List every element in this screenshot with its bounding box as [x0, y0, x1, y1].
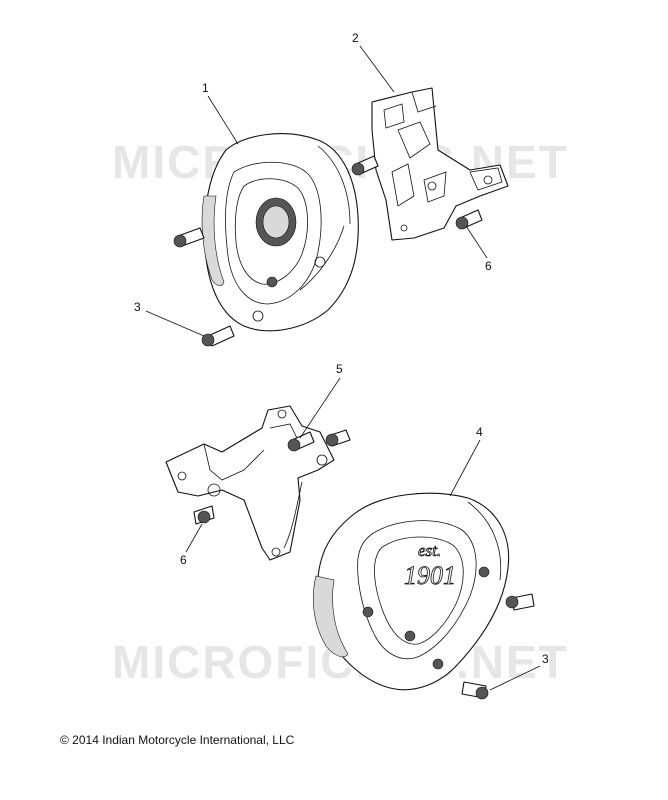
svg-text:1: 1 — [202, 81, 209, 95]
callout-1: 1 — [202, 81, 239, 145]
svg-text:3: 3 — [134, 300, 141, 314]
lower-bracket — [165, 405, 335, 561]
screw-top-left — [173, 227, 205, 248]
callout-3-bottom: 3 — [489, 652, 549, 691]
emblem-est: est. — [418, 541, 441, 560]
callout-6-bottom: 6 — [180, 523, 203, 567]
upper-cover — [201, 133, 359, 332]
screw-top-6 — [455, 209, 483, 230]
svg-text:2: 2 — [352, 31, 359, 45]
callout-2: 2 — [352, 31, 395, 93]
svg-text:6: 6 — [180, 553, 187, 567]
emblem-year: 1901 — [404, 561, 456, 590]
screw-top-bracket — [351, 155, 379, 176]
screw-top-3 — [201, 325, 235, 347]
callout-4: 4 — [449, 425, 483, 497]
copyright-notice: © 2014 Indian Motorcycle International, … — [60, 733, 295, 747]
lower-cover: est. 1901 — [312, 492, 510, 691]
screw-bottom-left-a — [287, 431, 315, 452]
svg-text:6: 6 — [485, 259, 492, 273]
screw-bottom-right — [505, 593, 535, 611]
screw-bottom-3 — [461, 681, 489, 700]
screw-bottom-left-b — [325, 429, 351, 447]
svg-text:5: 5 — [336, 362, 343, 376]
upper-bracket — [371, 87, 509, 241]
svg-text:3: 3 — [542, 652, 549, 666]
svg-text:4: 4 — [476, 425, 483, 439]
callout-5: 5 — [299, 362, 343, 439]
screw-bottom-6 — [193, 505, 215, 525]
callout-3-top: 3 — [134, 300, 205, 337]
callout-6-top: 6 — [465, 225, 492, 273]
